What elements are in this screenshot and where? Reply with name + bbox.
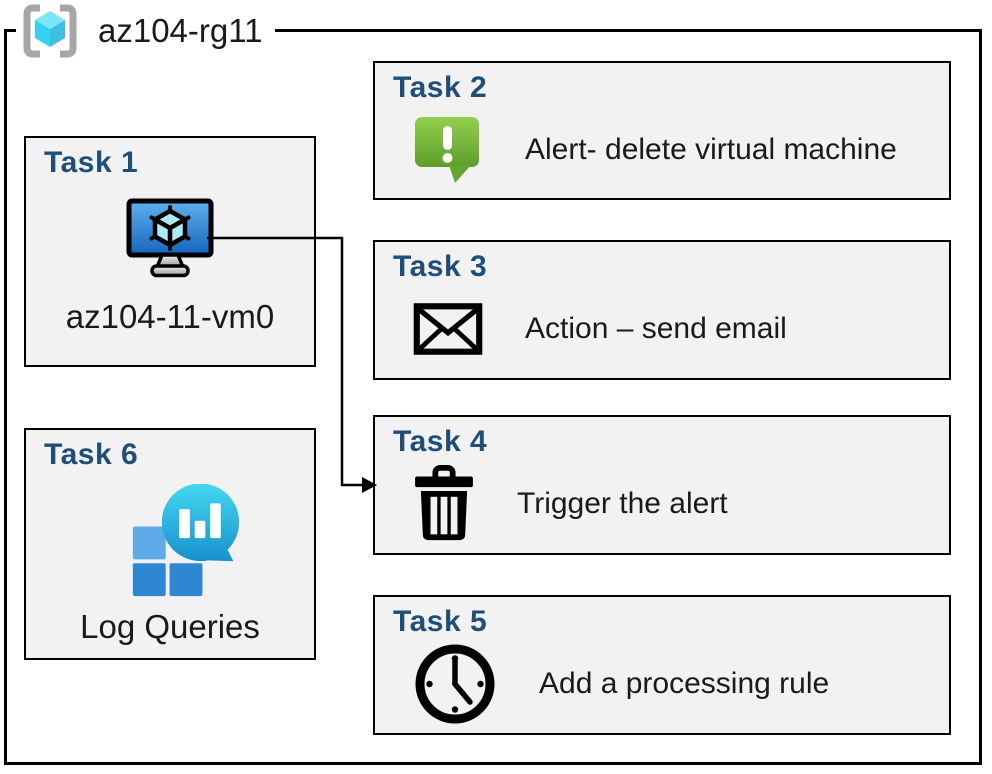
task-box-1: Task 1 az104-11-vm0 xyxy=(24,136,316,367)
task-3-text: Action – send email xyxy=(525,312,787,345)
task-2-heading: Task 2 xyxy=(393,71,488,104)
task-1-heading: Task 1 xyxy=(44,146,139,179)
alert-icon xyxy=(413,115,483,185)
task-5-heading: Task 5 xyxy=(393,605,488,638)
task-5-text: Add a processing rule xyxy=(539,667,830,700)
task-box-3: Task 3 Action – send email xyxy=(373,240,951,380)
task-1-text: az104-11-vm0 xyxy=(65,298,275,335)
virtual-machine-icon xyxy=(126,198,214,283)
task-box-5: Task 5 Add a processing rule xyxy=(373,595,951,735)
task-6-heading: Task 6 xyxy=(44,438,139,471)
resource-group-legend: az104-rg11 xyxy=(16,2,275,60)
clock-icon xyxy=(413,642,497,726)
task-3-heading: Task 3 xyxy=(393,250,488,283)
resource-group-icon xyxy=(20,3,80,59)
log-queries-icon xyxy=(132,483,240,603)
trash-icon xyxy=(413,464,475,544)
task-box-6: Task 6 Log Queries xyxy=(24,428,316,660)
task-2-text: Alert- delete virtual machine xyxy=(525,132,897,166)
task-6-text: Log Queries xyxy=(80,608,260,645)
task-box-2: Task 2 Alert- delete virtual machine xyxy=(373,61,951,200)
task-box-4: Task 4 Trigger the alert xyxy=(373,415,951,555)
task-4-text: Trigger the alert xyxy=(517,487,728,520)
diagram-title: az104-rg11 xyxy=(98,12,263,49)
task-4-heading: Task 4 xyxy=(393,425,488,458)
email-icon xyxy=(413,302,483,356)
